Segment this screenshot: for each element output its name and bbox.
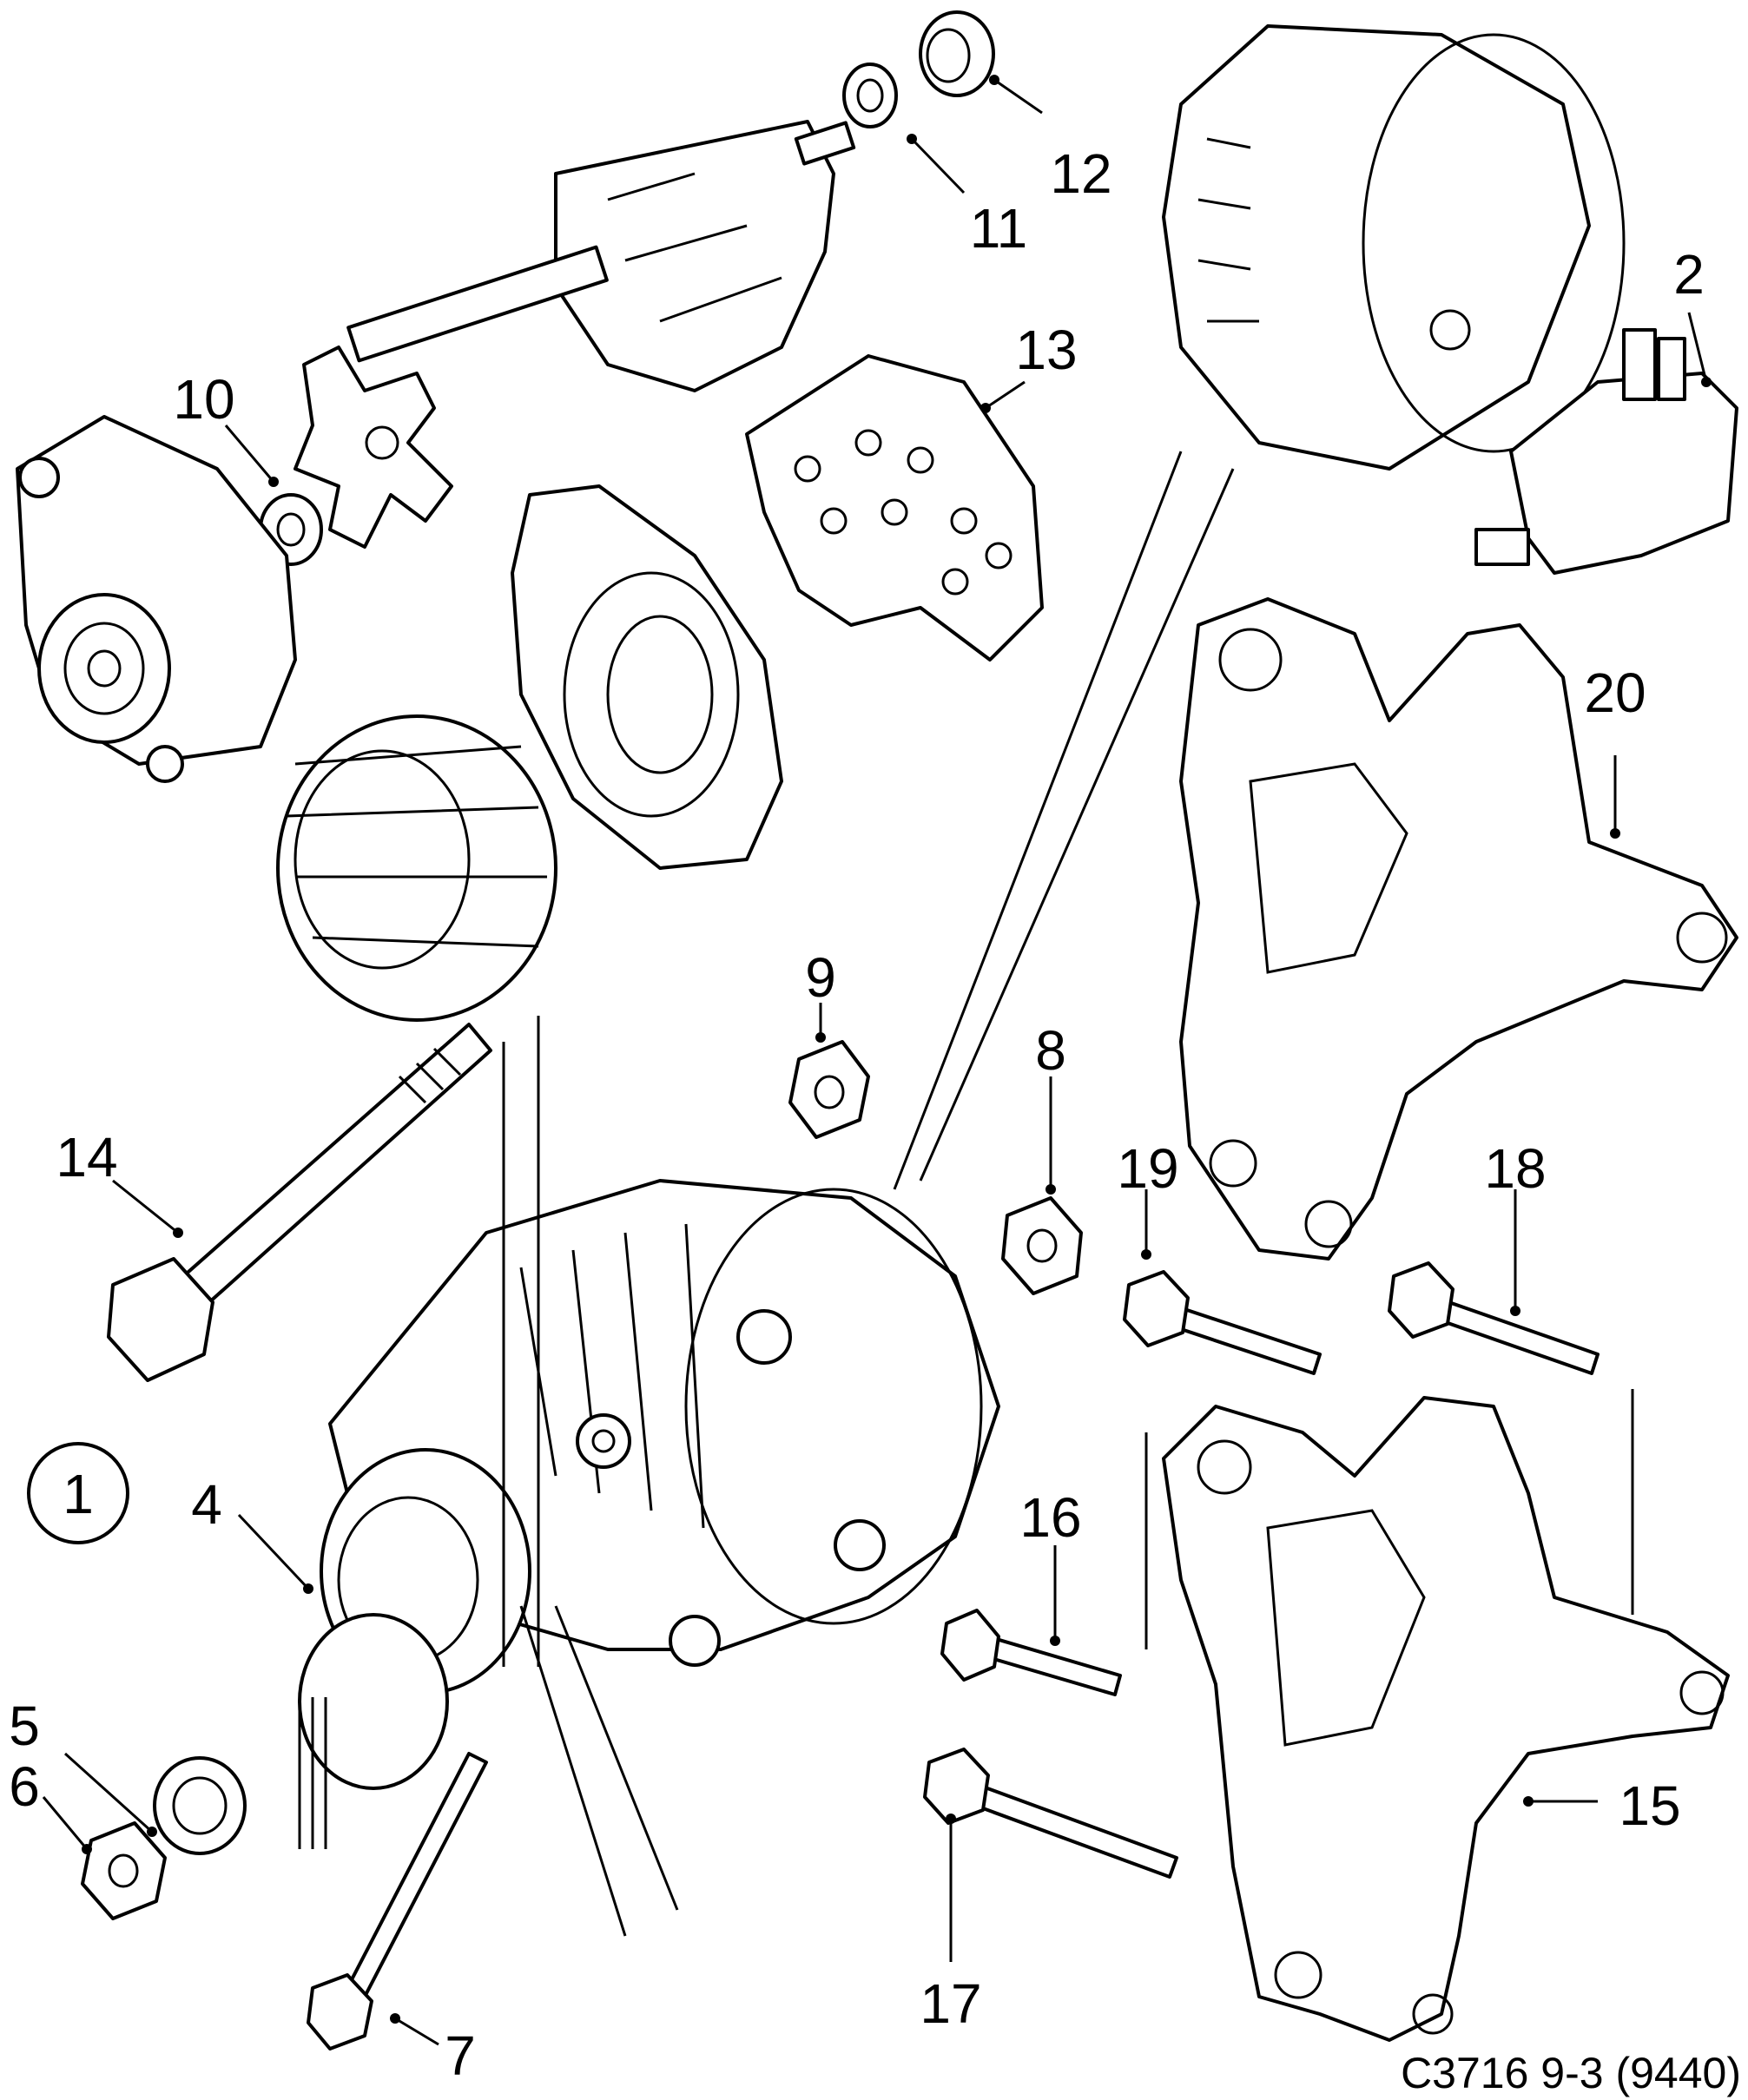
callout-6: 6 <box>9 1755 40 1818</box>
part-17-bolt <box>923 1748 1178 1879</box>
callout-5: 5 <box>9 1695 40 1757</box>
callout-14: 14 <box>56 1126 117 1188</box>
callout-12: 12 <box>1050 142 1111 205</box>
callout-18: 18 <box>1484 1137 1546 1200</box>
cooling-fan <box>294 346 453 549</box>
callout-4: 4 <box>191 1473 222 1536</box>
callout-labels: 2 4 5 6 7 8 9 10 11 12 13 14 15 16 17 18… <box>9 142 1705 2087</box>
callout-7: 7 <box>445 2024 476 2087</box>
part-20-mounting-bracket <box>1179 597 1738 1261</box>
callout-13: 13 <box>1015 319 1077 381</box>
rotor-assembly <box>346 120 856 392</box>
part-13-rectifier <box>745 354 1044 662</box>
part-14-long-bolt <box>107 1023 492 1382</box>
alternator-rear-detail <box>1162 24 1626 471</box>
callout-16: 16 <box>1019 1486 1081 1549</box>
part-2-voltage-regulator <box>1474 328 1738 575</box>
part-6-nut <box>81 1821 167 1920</box>
callout-17: 17 <box>920 1972 981 2035</box>
callout-11: 11 <box>970 197 1027 260</box>
part-11-bearing <box>842 63 898 128</box>
slip-ring-end-housing <box>511 484 783 870</box>
reference-code: C3716 9-3 (9440) <box>1401 2049 1741 2097</box>
assembly-guide-lines <box>502 451 1634 1937</box>
part-16-bolt <box>940 1609 1122 1696</box>
part-5-washer <box>153 1756 247 1855</box>
stator <box>276 714 557 1022</box>
part-8-nut <box>1001 1196 1083 1295</box>
callout-20: 20 <box>1584 662 1646 724</box>
callout-19: 19 <box>1117 1137 1178 1200</box>
part-7-bolt <box>307 1752 488 2051</box>
callout-10: 10 <box>173 368 234 431</box>
part-9-nut <box>788 1040 870 1139</box>
part-18-bolt <box>1388 1261 1600 1375</box>
callout-2: 2 <box>1673 243 1705 306</box>
part-4-pulley <box>298 1448 531 1849</box>
callout-leaders <box>42 75 1712 2046</box>
assembly-label-1: 1 <box>27 1442 129 1544</box>
part-19-bolt <box>1123 1270 1322 1375</box>
callout-9: 9 <box>805 946 836 1009</box>
part-12-seal <box>919 10 995 97</box>
drive-end-housing <box>16 415 297 783</box>
part-15-bracket <box>1162 1396 1730 2042</box>
callout-8: 8 <box>1035 1019 1066 1082</box>
assembly-label-text: 1 <box>63 1463 94 1525</box>
callout-15: 15 <box>1619 1774 1680 1837</box>
